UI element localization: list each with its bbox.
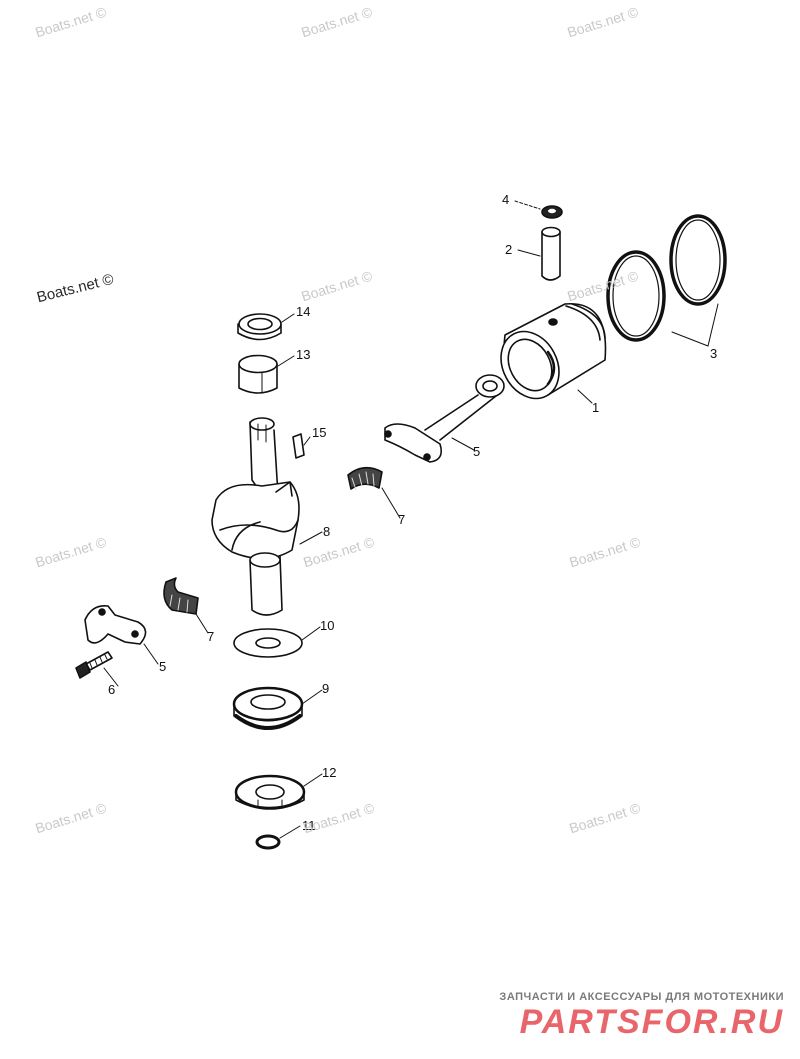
- callout-9: 9: [322, 681, 329, 696]
- callout-2: 2: [505, 242, 512, 257]
- callout-1: 1: [592, 400, 599, 415]
- callout-6: 6: [108, 682, 115, 697]
- part-3-piston-rings: [606, 214, 727, 342]
- part-10-washer: [233, 628, 303, 658]
- callout-15: 15: [312, 425, 326, 440]
- part-11-o-ring: [255, 834, 281, 850]
- leader-lines: [103, 200, 719, 839]
- callout-11: 11: [302, 818, 316, 833]
- part-2-piston-pin: [541, 226, 561, 281]
- part-15-key: [292, 433, 305, 459]
- part-12-seal: [234, 774, 306, 810]
- callout-10: 10: [320, 618, 334, 633]
- brand-block: ЗАПЧАСТИ И АКСЕССУАРЫ ДЛЯ МОТОТЕХНИКИ PA…: [499, 991, 784, 1041]
- callout-7-lower: 7: [207, 629, 214, 644]
- callout-12: 12: [322, 765, 336, 780]
- part-5-rod-cap: [84, 604, 147, 645]
- part-14-seal: [237, 313, 282, 341]
- callout-7-upper: 7: [398, 512, 405, 527]
- part-1-piston: [500, 303, 607, 400]
- brand-logo: PARTSFOR.RU: [519, 1003, 784, 1041]
- callout-5-cap: 5: [159, 659, 166, 674]
- part-4-circlip: [541, 205, 563, 219]
- callout-8: 8: [323, 524, 330, 539]
- part-7-needle-bearing-upper: [347, 466, 383, 491]
- callout-5-rod: 5: [473, 444, 480, 459]
- part-5-connecting-rod: [384, 374, 505, 463]
- callout-14: 14: [296, 304, 310, 319]
- callout-4: 4: [502, 192, 509, 207]
- callout-13: 13: [296, 347, 310, 362]
- part-13-bushing: [238, 354, 278, 394]
- part-7-needle-bearing-lower: [163, 577, 199, 615]
- callout-numbers: 4 2 3 1 5 15 7 14 13 8 7 5 6 10 9 12 11: [108, 192, 717, 833]
- part-6-screw: [75, 651, 113, 679]
- brand-tagline: ЗАПЧАСТИ И АКСЕССУАРЫ ДЛЯ МОТОТЕХНИКИ: [499, 991, 784, 1003]
- callout-3: 3: [710, 346, 717, 361]
- part-9-seal: [232, 686, 304, 730]
- part-8-crankshaft: [211, 417, 300, 616]
